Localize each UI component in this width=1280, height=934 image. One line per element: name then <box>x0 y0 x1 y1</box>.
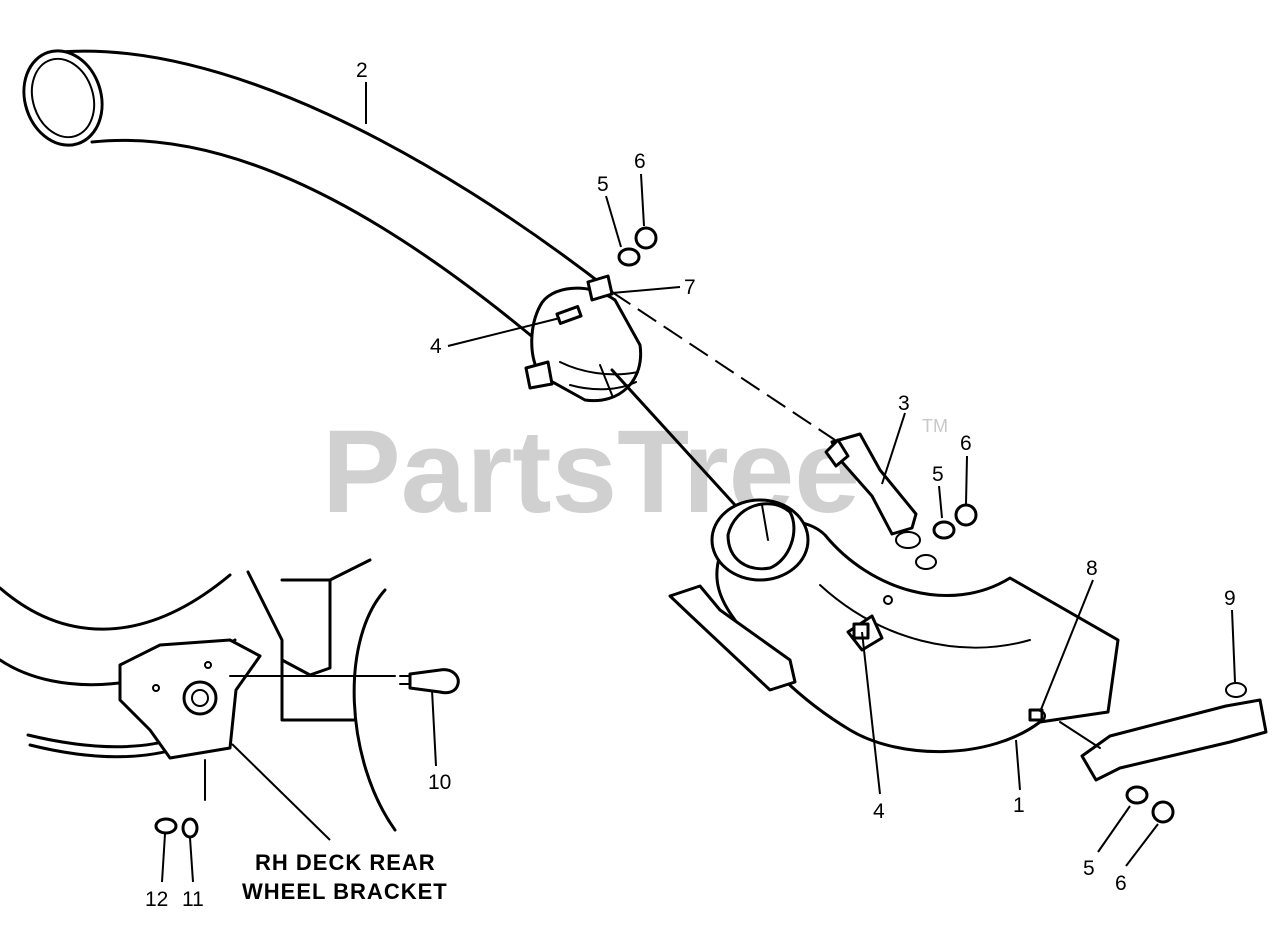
discharge-tube <box>22 49 614 362</box>
callout-6-lower: 6 <box>1115 872 1127 895</box>
wheel-bracket-detail <box>0 558 460 839</box>
caption-line-2: WHEEL BRACKET <box>242 879 448 904</box>
callout-numbers: 2 5 6 7 4 3 5 6 8 9 4 1 5 6 10 12 11 <box>145 59 1236 911</box>
hardware <box>617 226 1175 824</box>
caption-line-1: RH DECK REAR <box>255 850 436 875</box>
callout-5-middle: 5 <box>932 463 944 486</box>
callout-4-upper: 4 <box>430 335 442 358</box>
chute-elbow <box>668 498 1120 754</box>
callout-1: 1 <box>1013 794 1025 817</box>
callout-2: 2 <box>356 59 368 82</box>
callout-6-middle: 6 <box>960 432 972 455</box>
alignment-lines <box>610 291 836 507</box>
support-bracket <box>1059 682 1268 782</box>
callout-4-lower: 4 <box>873 800 885 823</box>
callout-9: 9 <box>1224 587 1236 610</box>
callout-8: 8 <box>1086 557 1098 580</box>
callout-11: 11 <box>182 888 204 911</box>
leader-lines <box>161 82 1236 883</box>
detail-caption: RH DECK REAR WHEEL BRACKET <box>242 850 448 904</box>
callout-10: 10 <box>428 771 451 794</box>
watermark-trademark: TM <box>922 416 948 436</box>
callout-5-upper: 5 <box>597 173 609 196</box>
callout-12: 12 <box>145 888 168 911</box>
callout-5-lower: 5 <box>1083 857 1095 880</box>
callout-3: 3 <box>898 392 910 415</box>
strap-clamp <box>824 432 937 570</box>
callout-7: 7 <box>684 276 696 299</box>
callout-6-upper: 6 <box>634 150 646 173</box>
upper-coupler <box>524 274 643 403</box>
